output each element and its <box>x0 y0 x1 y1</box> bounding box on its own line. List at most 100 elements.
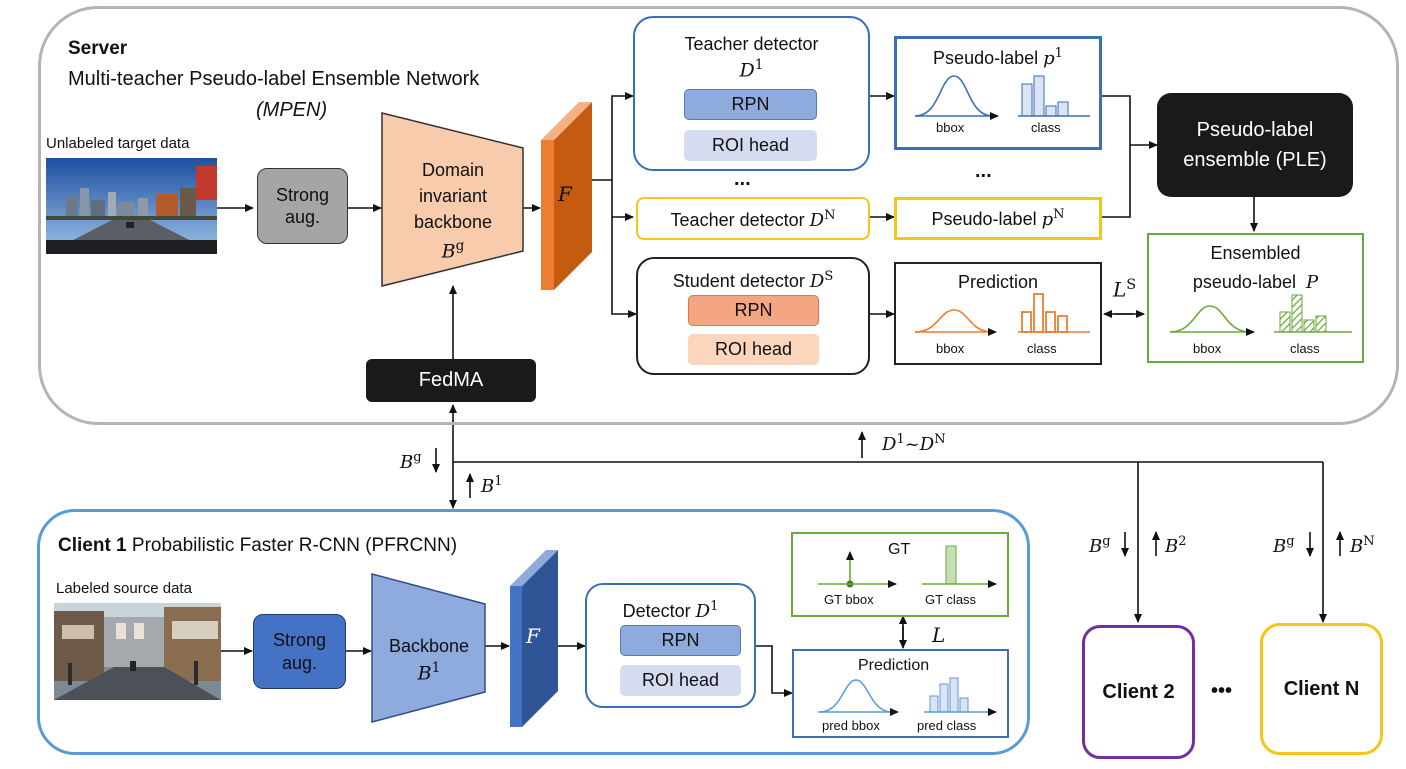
backbone-line3: backbone <box>413 212 493 232</box>
client1-feature-symbol: F <box>526 624 540 648</box>
backbone-line2: invariant <box>418 186 488 206</box>
client2-bg-label: Bg <box>1089 534 1111 557</box>
client1-backbone-label: Backbone <box>388 636 470 656</box>
ple-line2: ensemble (PLE) <box>1183 149 1327 171</box>
pred-class-label: pred class <box>917 718 977 733</box>
server-subtitle-abbrev: (MPEN) <box>256 99 328 121</box>
client1-backbone-symbol: B1 <box>417 660 441 685</box>
prediction-class-label: class <box>1027 341 1057 356</box>
ple-line1: Pseudo-label <box>1196 119 1314 141</box>
pseudo1-bbox-curve <box>914 75 994 117</box>
prediction-bbox-curve <box>914 309 993 333</box>
ensembled-distributions <box>1169 294 1352 336</box>
clientN-bg-label: Bg <box>1273 534 1295 557</box>
student-detector <box>636 257 870 375</box>
pred-bbox-label: pred bbox <box>822 718 880 733</box>
arrow-feature-to-teacher1 <box>592 92 634 181</box>
gt-distributions <box>818 545 997 588</box>
pseudo-label-ensemble: Pseudo-label ensemble (PLE) <box>1157 93 1353 197</box>
labeled-caption: Labeled source data <box>56 580 192 597</box>
server-prediction-title: Prediction <box>957 272 1039 292</box>
teacher1-rpn: RPN <box>684 89 817 120</box>
client1-roi-head: ROI head <box>620 665 741 696</box>
client1-prediction-distributions <box>818 677 997 716</box>
teacher-detector-1 <box>633 16 870 171</box>
clientN-box: Client N <box>1260 623 1383 755</box>
pseudo-label-n <box>894 197 1102 240</box>
gt-title: GT <box>888 541 911 558</box>
student-roi-head: ROI head <box>688 334 819 365</box>
gt-class-bar <box>945 545 957 585</box>
server-loss-symbol: LS <box>1113 277 1137 302</box>
pseudo1-title: Pseudo-label p1 <box>933 46 1063 69</box>
pseudo1-bbox-label: bbox <box>936 120 965 135</box>
server-feature-symbol: F <box>558 182 572 206</box>
pseudo-dots: ... <box>975 160 992 182</box>
student-rpn: RPN <box>688 295 819 326</box>
pseudo1-class-bars <box>1021 75 1069 117</box>
client1-rpn: RPN <box>620 625 741 656</box>
arrow-c1-detector-to-prediction <box>756 645 793 697</box>
student-title: Student detector DS <box>672 269 834 292</box>
gt-class-label: GT class <box>925 592 977 607</box>
pseudo1-distributions <box>914 75 1090 120</box>
labeled-source-image <box>54 603 221 700</box>
pred-bbox-curve <box>819 679 893 713</box>
server-strong-aug: Strong aug. <box>257 168 348 244</box>
teacher1-title: Teacher detector <box>684 34 819 54</box>
teacher-dots: ... <box>734 168 751 190</box>
unlabeled-caption: Unlabeled target data <box>46 135 190 152</box>
client2-b2-label: B2 <box>1165 534 1187 557</box>
server-prediction-distributions <box>914 293 1090 336</box>
backbone-symbol: Bg <box>441 238 465 263</box>
ensembled-pseudo-label <box>1147 233 1364 363</box>
client1-header: Client 1 Probabilistic Faster R-CNN (PFR… <box>58 535 458 556</box>
arrow-feature-to-student <box>611 217 637 318</box>
client2-box: Client 2 <box>1082 625 1195 759</box>
client1-loss-symbol: L <box>932 623 946 647</box>
client1-container <box>37 509 1030 755</box>
arrow-pseudoN-to-ple <box>1102 145 1131 218</box>
clientN-bn-label: BN <box>1350 534 1375 557</box>
prediction-bbox-label: bbox <box>936 341 965 356</box>
ensembled-class-bars <box>1279 294 1327 333</box>
client1-prediction <box>792 649 1009 738</box>
ensembled-bbox-curve <box>1169 305 1251 333</box>
gt-bbox-label: GT bbox <box>824 592 874 607</box>
server-title: Server <box>68 38 128 59</box>
fedma-block: FedMA <box>366 359 536 402</box>
d-range-label: D1~DN <box>882 432 946 455</box>
teacher1-roi-head: ROI head <box>684 130 817 161</box>
server-prediction <box>894 262 1102 365</box>
prediction-class-bars <box>1021 293 1068 333</box>
client1-prediction-title: Prediction <box>858 657 930 674</box>
client1-detector-title: Detector D1 <box>622 599 719 622</box>
gt-box <box>791 532 1009 617</box>
pseudo-label-1 <box>894 36 1102 150</box>
ensembled-line1: Ensembled <box>1210 243 1301 263</box>
unlabeled-target-image <box>46 158 217 254</box>
client1-strong-aug: Strong aug. <box>253 614 346 689</box>
teacher-detector-n <box>636 197 870 240</box>
clients-dots: ••• <box>1211 680 1233 702</box>
arrow-pseudo1-to-ple <box>1102 95 1158 149</box>
teacherN-title: Teacher detector DN <box>670 208 836 231</box>
bg-down-label: Bg <box>400 450 422 473</box>
client1-feature-map <box>510 550 558 727</box>
teacher1-symbol: D1 <box>739 57 764 82</box>
pseudoN-title: Pseudo-label pN <box>931 207 1065 230</box>
ensembled-line2: pseudo-label P <box>1192 272 1319 293</box>
server-container <box>38 6 1399 425</box>
backbone-line1: Domain <box>421 160 485 180</box>
ensembled-bbox-label: bbox <box>1193 341 1222 356</box>
b1-up-label: B1 <box>481 474 503 497</box>
client1-detector <box>585 583 756 708</box>
server-feature-map <box>541 102 592 290</box>
pred-class-bars <box>929 677 969 713</box>
server-subtitle: Multi-teacher Pseudo-label Ensemble Netw… <box>68 68 480 90</box>
pseudo1-class-label: class <box>1031 120 1061 135</box>
ensembled-class-label: class <box>1290 341 1320 356</box>
domain-invariant-backbone <box>381 112 524 287</box>
